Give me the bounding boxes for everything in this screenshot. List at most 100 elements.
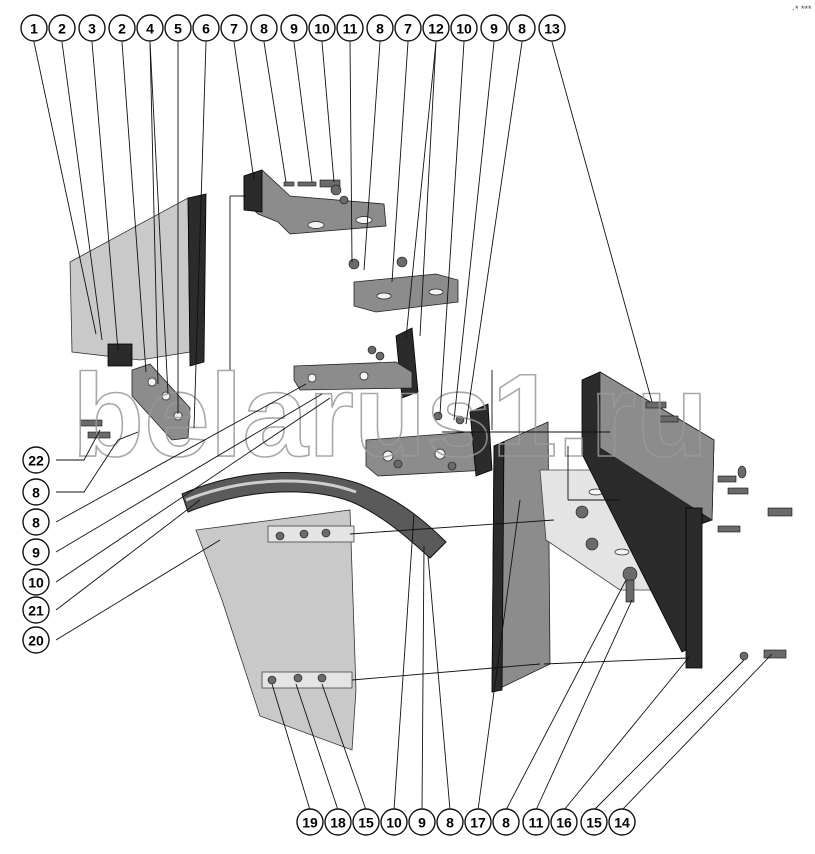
callout-number: 8 [32, 485, 40, 501]
callout-bottom-11: 14 [608, 808, 636, 836]
leader-lines [33, 41, 773, 811]
callout-circle [192, 14, 220, 42]
callout-circle [78, 14, 106, 42]
mounting-plate-middle [353, 273, 459, 313]
rubber-pad [107, 343, 133, 367]
callout-top-8: 8 [250, 14, 278, 42]
callout-circle [436, 808, 464, 836]
callout-number: 14 [614, 815, 630, 831]
callout-circle [48, 14, 76, 42]
callout-top-1: 2 [48, 14, 76, 42]
bracket-small [131, 363, 191, 441]
callout-number: 9 [490, 21, 498, 37]
callout-bottom-10: 15 [580, 808, 608, 836]
callout-number: 10 [28, 575, 44, 591]
callout-top-10: 10 [308, 14, 336, 42]
callout-number: 10 [314, 21, 330, 37]
callout-number: 15 [358, 815, 374, 831]
callout-circle [250, 14, 278, 42]
callout-circle [480, 14, 508, 42]
callout-number: 22 [28, 453, 44, 469]
callout-top-9: 9 [280, 14, 308, 42]
callout-number: 8 [376, 21, 384, 37]
callout-circle [522, 808, 550, 836]
callout-number: 9 [418, 815, 426, 831]
callout-number: 12 [428, 21, 444, 37]
callout-circle [164, 14, 192, 42]
callout-circle [220, 14, 248, 42]
callout-top-17: 8 [508, 14, 536, 42]
callout-left-5: 21 [22, 596, 50, 624]
callout-circle [280, 14, 308, 42]
curved-support-tube [181, 472, 447, 559]
callout-circle [308, 14, 336, 42]
callout-circle [296, 808, 324, 836]
mudguard-panel-main [195, 509, 357, 751]
callout-number: 7 [404, 21, 412, 37]
callout-circle [336, 14, 364, 42]
callout-top-15: 10 [450, 14, 478, 42]
callout-number: 8 [502, 815, 510, 831]
callout-circle [422, 14, 450, 42]
callout-top-16: 9 [480, 14, 508, 42]
callout-bottom-1: 18 [324, 808, 352, 836]
callout-number: 19 [302, 815, 318, 831]
callout-number: 10 [386, 815, 402, 831]
callout-circle [464, 808, 492, 836]
callout-number: 8 [446, 815, 454, 831]
callout-top-6: 6 [192, 14, 220, 42]
callout-circle [22, 626, 50, 654]
callout-circle [136, 14, 164, 42]
callout-number: 20 [28, 633, 44, 649]
callout-circle [366, 14, 394, 42]
callout-top-3: 2 [108, 14, 136, 42]
callout-circle [380, 808, 408, 836]
callout-left-0: 22 [22, 446, 50, 474]
callout-bottom-8: 11 [522, 808, 550, 836]
callout-number: 3 [88, 21, 96, 37]
callout-number: 2 [118, 21, 126, 37]
callout-number: 5 [174, 21, 182, 37]
callout-circle [450, 14, 478, 42]
callout-number: 11 [343, 21, 358, 37]
callout-bottom-6: 17 [464, 808, 492, 836]
callout-top-11: 11 [336, 14, 364, 42]
callout-top-5: 5 [164, 14, 192, 42]
callout-top-0: 1 [20, 14, 48, 42]
callout-top-14: 12 [422, 14, 450, 42]
callout-circle [608, 808, 636, 836]
callout-number: 9 [32, 545, 40, 561]
callout-circle [22, 596, 50, 624]
callout-number: 11 [529, 815, 544, 831]
callout-number: 8 [260, 21, 268, 37]
callout-circle [22, 446, 50, 474]
callout-circle [538, 14, 566, 42]
fastener-stack-top [283, 179, 349, 205]
callout-bottom-9: 16 [550, 808, 578, 836]
callout-number: 2 [58, 21, 66, 37]
callout-circle [492, 808, 520, 836]
callout-circle [508, 14, 536, 42]
callout-top-12: 8 [366, 14, 394, 42]
callout-bottom-4: 9 [408, 808, 436, 836]
callout-circle [22, 538, 50, 566]
callout-number: 9 [290, 21, 298, 37]
callouts-left-column: 22 8 8 9 10 21 20 [22, 446, 50, 654]
callout-circle [108, 14, 136, 42]
callout-number: 18 [330, 815, 346, 831]
callout-left-3: 9 [22, 538, 50, 566]
callout-bottom-7: 8 [492, 808, 520, 836]
callout-circle [352, 808, 380, 836]
callout-number: 7 [230, 21, 238, 37]
callout-circle [394, 14, 422, 42]
callout-bottom-3: 10 [380, 808, 408, 836]
mudguard-flap-left [69, 197, 191, 361]
callout-number: 8 [32, 515, 40, 531]
callout-circle [550, 808, 578, 836]
callout-number: 8 [518, 21, 526, 37]
callout-left-1: 8 [22, 478, 50, 506]
callout-circle [580, 808, 608, 836]
callout-bottom-2: 15 [352, 808, 380, 836]
